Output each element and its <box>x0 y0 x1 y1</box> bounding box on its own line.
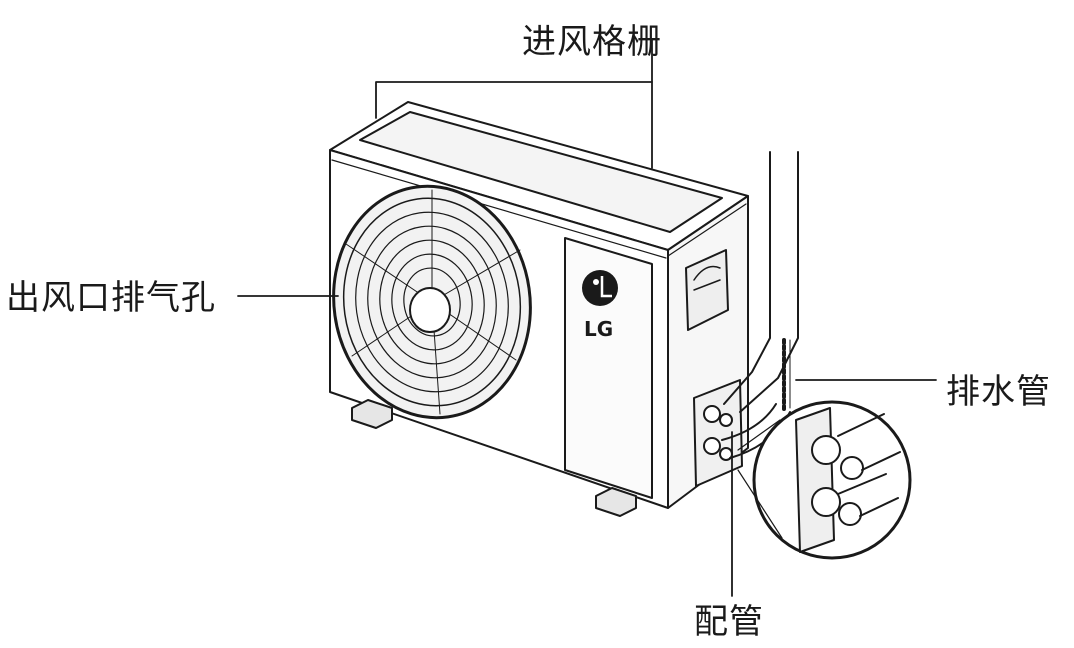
brand-logo-text: LG <box>584 317 613 341</box>
outlet-vent-label: 出风口排气孔 <box>6 278 216 318</box>
drain-pipe-label: 排水管 <box>946 372 1051 412</box>
unit-feet <box>351 399 637 517</box>
front-panel <box>564 237 653 499</box>
fan-guard <box>332 184 532 420</box>
piping-label: 配管 <box>694 602 764 642</box>
valve-magnified-inset <box>737 400 912 560</box>
brand-logo: LG <box>582 270 618 341</box>
service-valve-panel <box>693 379 743 487</box>
side-handle-cover <box>685 249 729 331</box>
intake-grille-label: 进风格栅 <box>522 22 662 62</box>
leader-lines <box>237 39 937 597</box>
